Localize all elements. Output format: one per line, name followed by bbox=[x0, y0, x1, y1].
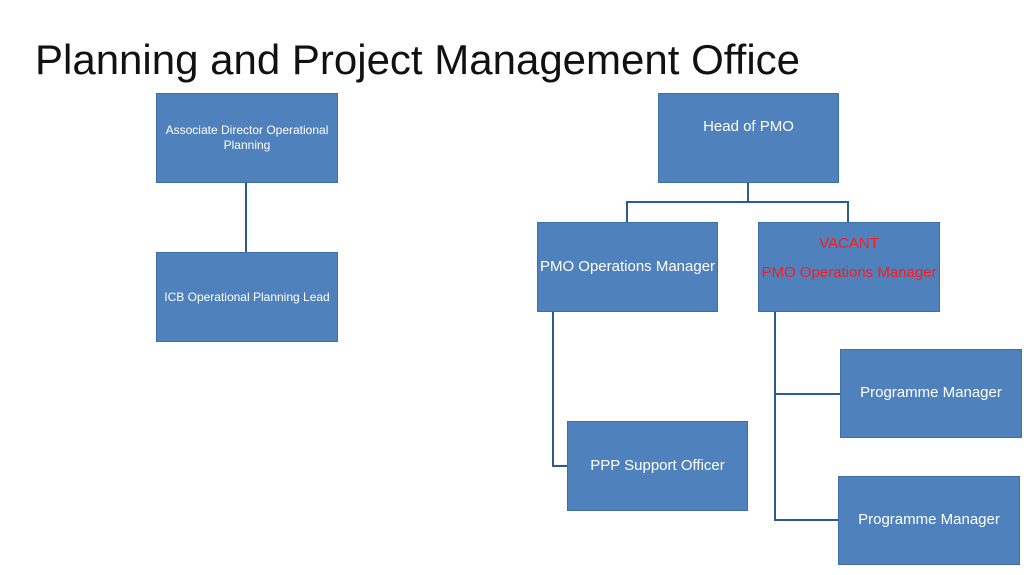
programme-manager-1-box: Programme Manager bbox=[840, 349, 1022, 438]
vacant-role-label: PMO Operations Manager bbox=[761, 263, 937, 281]
icb-lead-label: ICB Operational Planning Lead bbox=[164, 289, 330, 304]
page-title: Planning and Project Management Office bbox=[35, 36, 801, 83]
ppp-support-label: PPP Support Officer bbox=[590, 456, 725, 474]
programme-manager-2-label: Programme Manager bbox=[858, 511, 1000, 529]
ops-manager-label: PMO Operations Manager bbox=[539, 257, 716, 275]
icb-lead-box: ICB Operational Planning Lead bbox=[156, 252, 338, 342]
vacant-manager-box: VACANT PMO Operations Manager bbox=[758, 222, 940, 312]
vacant-label: VACANT bbox=[819, 235, 879, 252]
programme-manager-2-box: Programme Manager bbox=[838, 476, 1020, 565]
ops-manager-box: PMO Operations Manager bbox=[537, 222, 718, 312]
connector-ops-to-ppp bbox=[552, 312, 567, 467]
head-of-pmo-label: Head of PMO bbox=[703, 118, 794, 135]
programme-manager-1-label: Programme Manager bbox=[860, 384, 1002, 402]
head-of-pmo-box: Head of PMO bbox=[658, 93, 839, 183]
associate-director-label: Associate Director Operational Planning bbox=[165, 123, 329, 152]
associate-director-box: Associate Director Operational Planning bbox=[156, 93, 338, 183]
ppp-support-box: PPP Support Officer bbox=[567, 421, 748, 511]
